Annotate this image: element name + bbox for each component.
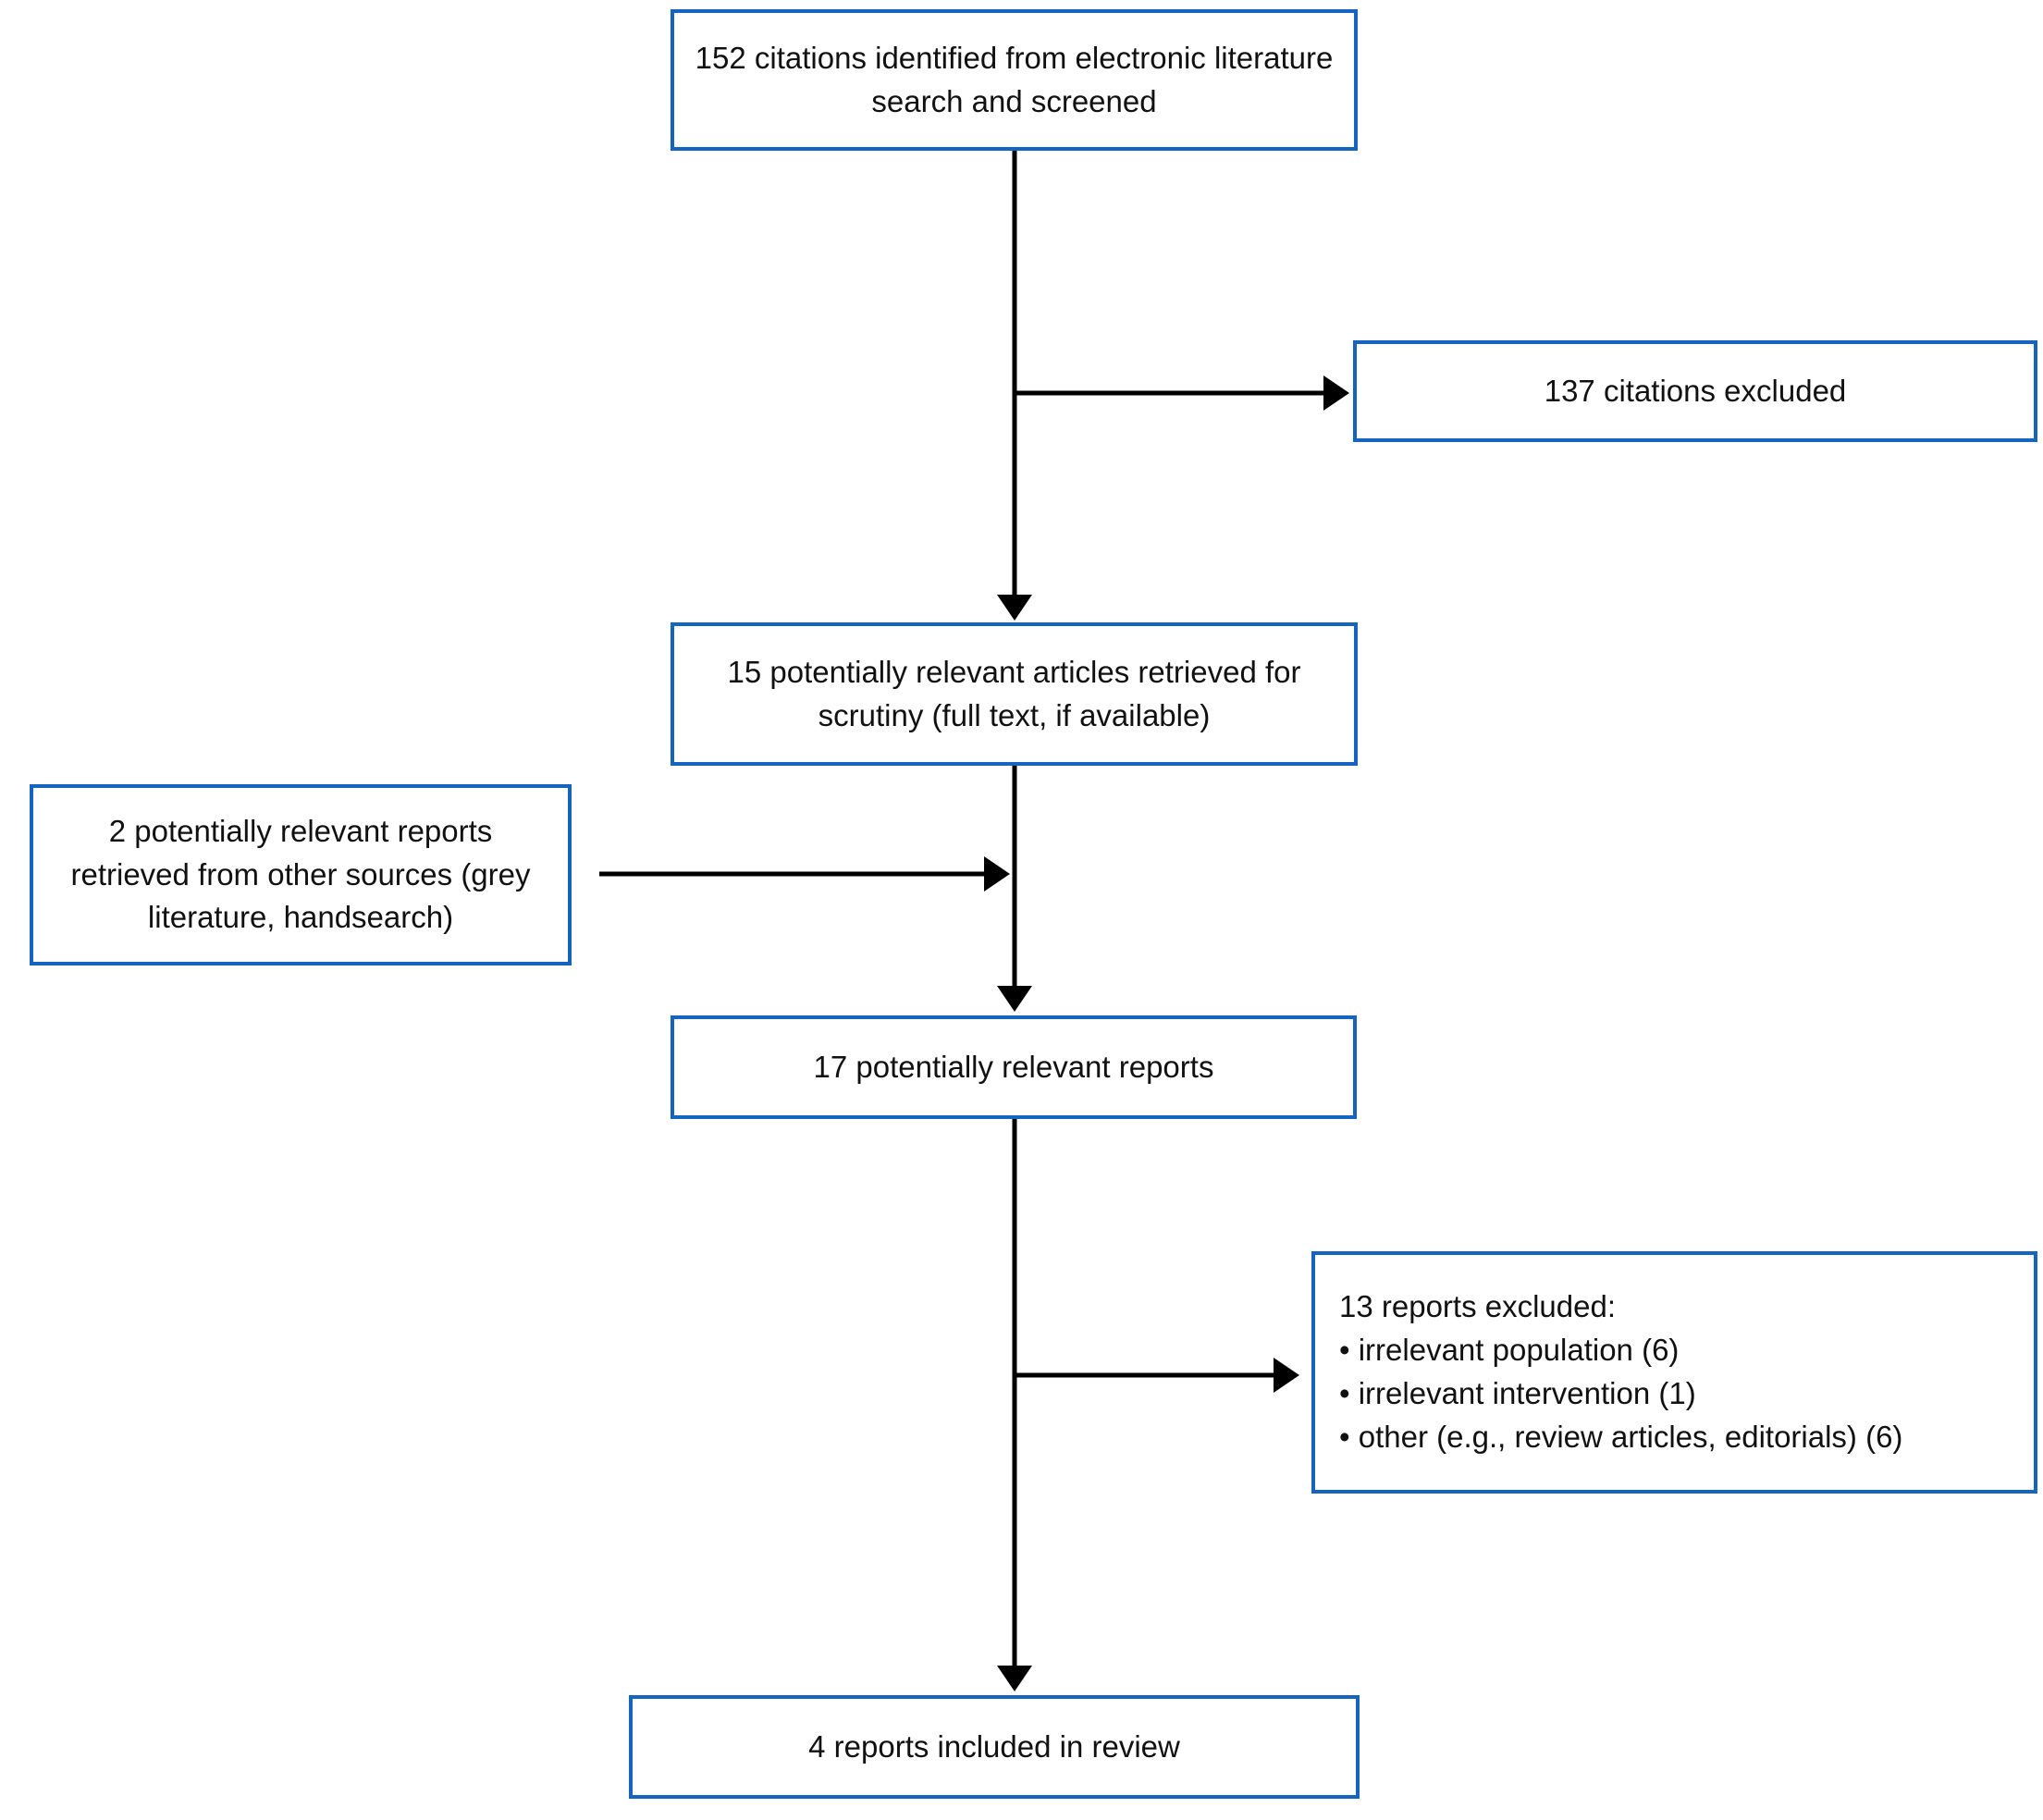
box-articles-retrieved: 15 potentially relevant articles retriev… <box>671 622 1358 766</box>
arrow-other-sources-to-merge <box>599 856 1010 892</box>
arrow-to-citations-excluded <box>1015 375 1349 411</box>
box-other-sources: 2 potentially relevant reports retrieved… <box>30 784 572 965</box>
arrow-to-reports-excluded <box>1015 1358 1299 1393</box>
box-other-sources-text: 2 potentially relevant reports retrieved… <box>70 813 531 935</box>
box-potentially-relevant-reports-text: 17 potentially relevant reports <box>813 1049 1214 1084</box>
box-citations-identified-text: 152 citations identified from electronic… <box>695 40 1334 118</box>
box-citations-excluded: 137 citations excluded <box>1353 340 2037 442</box>
arrow-relevant-to-included <box>997 1119 1032 1691</box>
box-citations-identified: 152 citations identified from electronic… <box>671 9 1358 151</box>
box-potentially-relevant-reports: 17 potentially relevant reports <box>671 1015 1357 1119</box>
reports-excluded-bullet: • irrelevant intervention (1) <box>1339 1376 1696 1410</box>
reports-excluded-bullet: • other (e.g., review articles, editoria… <box>1339 1419 1903 1454</box>
box-citations-excluded-text: 137 citations excluded <box>1544 373 1847 408</box>
arrow-retrieved-to-relevant <box>997 766 1032 1012</box>
reports-excluded-title: 13 reports excluded: <box>1339 1289 1617 1324</box>
box-reports-included-text: 4 reports included in review <box>808 1728 1180 1764</box>
box-articles-retrieved-text: 15 potentially relevant articles retriev… <box>727 654 1301 732</box>
box-reports-excluded: 13 reports excluded: • irrelevant popula… <box>1311 1251 2037 1494</box>
box-reports-included: 4 reports included in review <box>629 1695 1360 1799</box>
reports-excluded-bullet: • irrelevant population (6) <box>1339 1333 1680 1368</box>
arrow-identified-to-retrieved <box>997 151 1032 621</box>
